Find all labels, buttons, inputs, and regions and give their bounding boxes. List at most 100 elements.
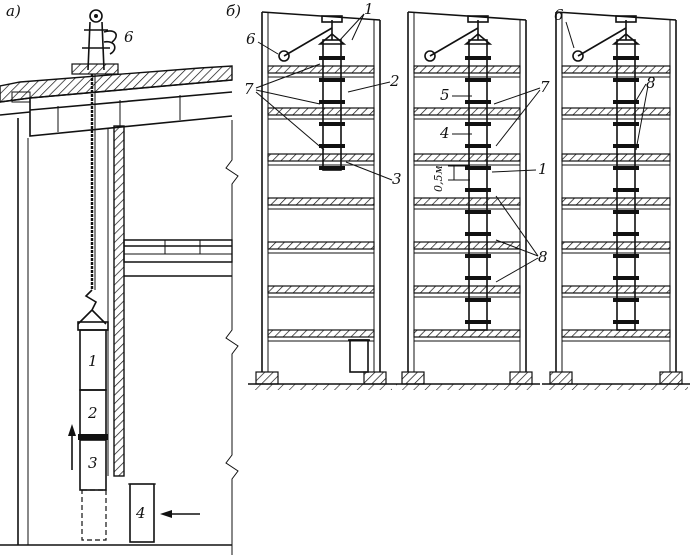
tower-2-top-beam [407, 11, 527, 21]
tower-1-floor-5 [267, 241, 375, 250]
tower-2-trolley [467, 15, 489, 23]
tower-1-footing-left [255, 371, 279, 385]
label-4-frame2: 4 [439, 124, 450, 142]
pipe-joint [78, 434, 108, 440]
tower-3-floor-1 [561, 65, 671, 74]
pipe-segment-4: 4 [128, 483, 200, 543]
pipe-ghost-position [81, 489, 107, 541]
tower-3-footing-left [549, 371, 573, 385]
tower-1-winch-icon [278, 50, 290, 62]
tower-1-floor-2 [267, 107, 375, 116]
tower-1-floor-7 [267, 329, 375, 338]
shaft-wall [107, 125, 125, 477]
tower-2-pipe-collar [465, 166, 491, 170]
height-annotation: 0,5м [432, 165, 470, 192]
tower-2-pipe-column [468, 39, 488, 331]
tower-2-floor-4 [413, 197, 521, 206]
tower-1-ground-segment [349, 339, 369, 373]
floor-slab [123, 239, 233, 277]
tower-2-cable [429, 27, 479, 57]
label-1-frame1: 1 [364, 0, 374, 18]
tower-2-pipe-collar [465, 320, 491, 324]
tower-1-pipe-collar [319, 56, 345, 60]
label-8-frame3: 8 [646, 74, 656, 92]
tower-1-floor-1 [267, 65, 375, 74]
tower-3-pipe-collar [613, 144, 639, 148]
tower-3-footing-right [659, 371, 683, 385]
tower-1-ground-hatch [250, 384, 392, 390]
label-3-frame1: 3 [392, 170, 402, 188]
tower-3-floor-2 [561, 107, 671, 116]
label-8-frame2: 8 [538, 248, 548, 266]
lifting-sling [77, 289, 109, 331]
tower-3-floor-5 [561, 241, 671, 250]
tower-2-pipe-collar [465, 210, 491, 214]
tower-2-winch-icon [424, 50, 436, 62]
label-6-frame1: 6 [246, 30, 256, 48]
pipe-assembly: 1 2 3 [68, 329, 108, 541]
tower-2-pipe-collar [465, 188, 491, 192]
segment-label-3: 3 [88, 454, 98, 472]
break-line [225, 120, 239, 555]
tower-2-floor-5 [413, 241, 521, 250]
tower-1-pipe-collar [319, 166, 345, 170]
panel-b: б) 6 1 2 3 7 5 4 7 1 8 [226, 0, 690, 390]
tower-2-pipe-collar [465, 298, 491, 302]
label-6-frame3: 6 [554, 6, 564, 24]
hoist-winch: 6 [71, 9, 134, 75]
tower-3-pipe-collar [613, 166, 639, 170]
tower-2-floor-7 [413, 329, 521, 338]
tower-2-footing-left [401, 371, 425, 385]
building-roof [0, 65, 233, 137]
tower-1-pipe-collar [319, 78, 345, 82]
segment-label-1: 1 [88, 352, 98, 370]
tower-3-pipe-collar [613, 320, 639, 324]
height-annotation-text: 0,5м [432, 165, 445, 192]
tower-1-floor-6 [267, 285, 375, 294]
label-6-winch: 6 [124, 28, 134, 46]
tower-2-pipe-collar [465, 78, 491, 82]
tower-3-floor-4 [561, 197, 671, 206]
tower-3-floor-7 [561, 329, 671, 338]
tower-1-pipe-collar [319, 144, 345, 148]
tower-1-trolley [321, 15, 343, 23]
tower-3-ground-hatch [544, 384, 688, 390]
tower-1-cable [283, 27, 333, 57]
tower-2-pipe-collar [465, 122, 491, 126]
tower-3-winch-icon [572, 50, 584, 62]
tower-3-floor-3 [561, 153, 671, 162]
tower-1-footing-right [363, 371, 387, 385]
tower-2-pipe-cap [463, 32, 493, 45]
tower-3-pipe-collar [613, 232, 639, 236]
tower-2-floor-3 [413, 153, 521, 162]
tower-2-ground-hatch [396, 384, 538, 390]
tower-3-cable [577, 27, 627, 57]
tower-frames [248, 11, 690, 390]
tower-3-pipe-column [616, 39, 636, 331]
tower-3-pipe-collar [613, 122, 639, 126]
tower-3-pipe-collar [613, 210, 639, 214]
tower-2-pipe-collar [465, 100, 491, 104]
label-5-frame2: 5 [440, 86, 450, 104]
segment-label-4: 4 [135, 504, 146, 522]
segment-label-2: 2 [87, 404, 98, 422]
tower-3-floor-6 [561, 285, 671, 294]
tower-3-pipe-collar [613, 276, 639, 280]
panel-a-letter: а) [6, 2, 21, 20]
label-7-frame2: 7 [540, 78, 550, 96]
tower-2-pipe-collar [465, 276, 491, 280]
tower-2-floor-2 [413, 107, 521, 116]
tower-2-floor-1 [413, 65, 521, 74]
tower-1-pipe-collar [319, 122, 345, 126]
tower-2-pipe-collar [465, 254, 491, 258]
tower-3-pipe-cap [611, 32, 641, 45]
tower-1-floor-4 [267, 197, 375, 206]
tower-1-pipe-collar [319, 100, 345, 104]
panel-a: а) [0, 2, 239, 555]
tower-3-pipe-collar [613, 188, 639, 192]
tower-3-pipe-collar [613, 78, 639, 82]
tower-3-pipe-collar [613, 298, 639, 302]
label-7-frame1: 7 [244, 80, 254, 98]
label-2-frame1: 2 [389, 72, 400, 90]
tower-3-pipe-collar [613, 254, 639, 258]
